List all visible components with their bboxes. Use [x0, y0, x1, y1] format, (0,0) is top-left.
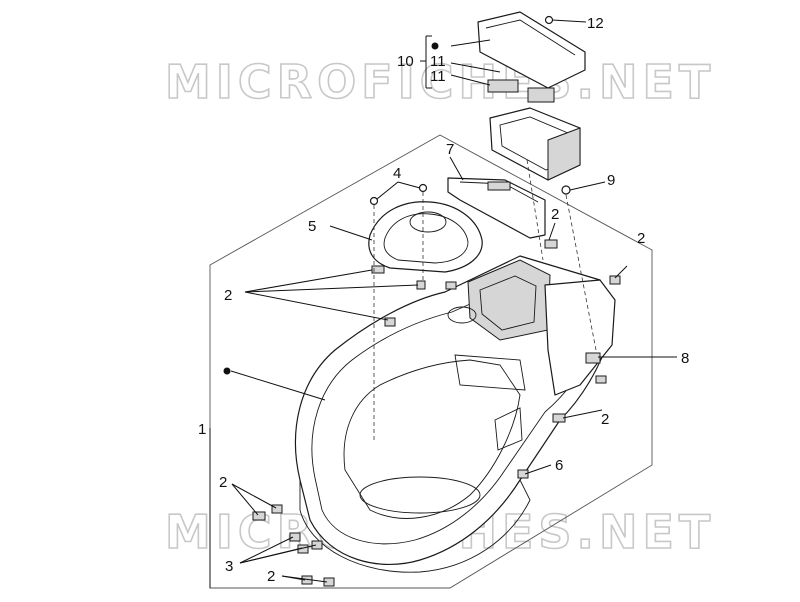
storage-cover	[368, 201, 483, 273]
helmet-compartment	[294, 255, 616, 573]
callout-2-bottom: 2	[267, 568, 275, 585]
fasteners	[252, 15, 621, 587]
callout-2-left: 2	[224, 287, 232, 304]
battery-box	[489, 107, 581, 181]
tool-tray	[447, 177, 546, 239]
leader-lines	[209, 19, 677, 588]
battery-lid	[477, 11, 586, 103]
callout-2-right-mid: 2	[601, 411, 609, 428]
bullet-marker-left	[223, 367, 231, 375]
callout-1: 1	[198, 421, 206, 438]
callout-6: 6	[555, 457, 563, 474]
callout-11-b: 11	[430, 68, 446, 85]
callout-4: 4	[393, 165, 401, 182]
callout-10: 10	[397, 53, 414, 70]
watermark-top: MICROFICHES.NET	[165, 55, 715, 109]
callout-8: 8	[681, 350, 689, 367]
callout-2-low-left: 2	[219, 474, 227, 491]
callout-3: 3	[225, 558, 233, 575]
alignment-lines	[373, 159, 597, 440]
callout-7: 7	[446, 141, 454, 158]
callout-2-right-top: 2	[637, 230, 645, 247]
callout-5: 5	[308, 218, 316, 235]
bullet-marker-top	[431, 42, 439, 50]
callout-9: 9	[607, 172, 615, 189]
callout-12: 12	[587, 15, 604, 32]
callout-2-mid: 2	[551, 206, 559, 223]
callout-11-a: 11	[430, 53, 446, 70]
